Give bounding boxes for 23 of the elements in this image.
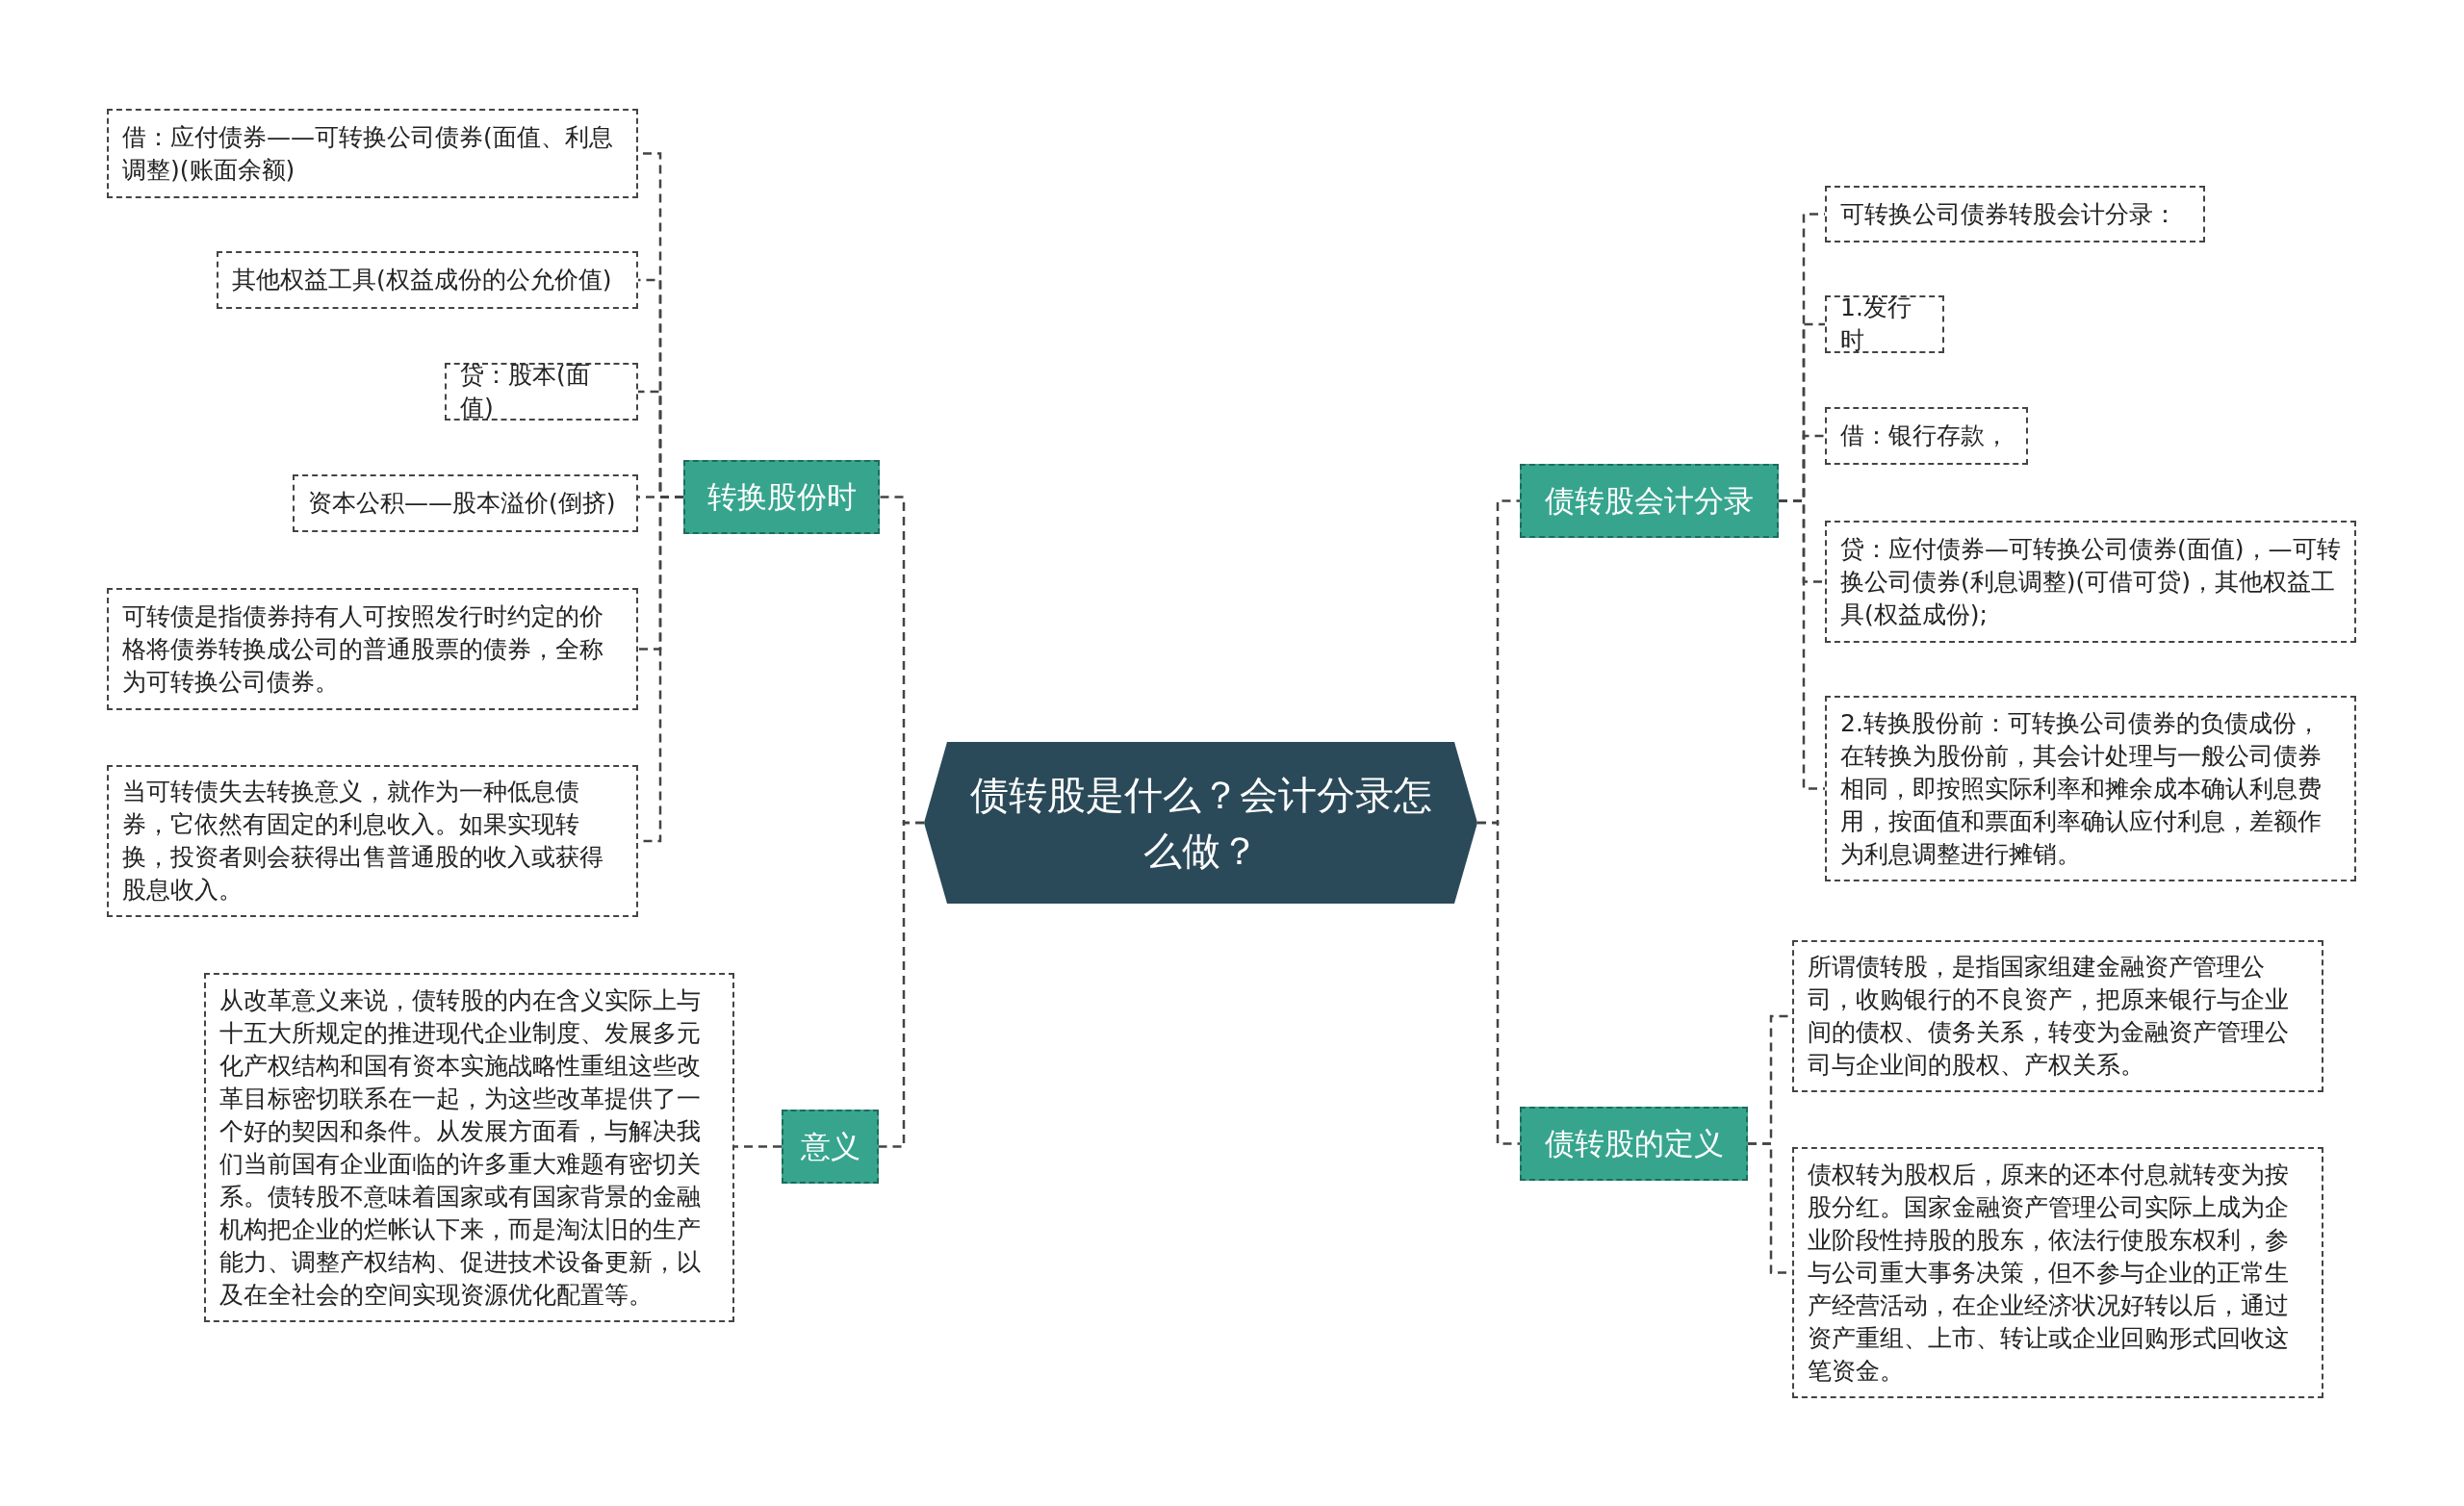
text-box: 所谓债转股，是指国家组建金融资产管理公司，收购银行的不良资产，把原来银行与企业间的债权、债务关系，转变为金融资产管理公司与企业间的股权、产权关系。 [1792,940,2323,1092]
text-box: 当可转债失去转换意义，就作为一种低息债券，它依然有固定的利息收入。如果实现转换，投资者则会获得出售普通股的收入或获得股息收入。 [107,765,638,917]
text-box: 贷：股本(面值) [445,363,638,421]
branch-box: 转换股份时 [683,460,880,534]
text-box: 可转债是指债券持有人可按照发行时约定的价格将债券转换成公司的普通股票的债券，全称为可转换公司债券。 [107,588,638,710]
text-box: 借：银行存款， [1825,407,2028,465]
branch-box: 债转股会计分录 [1520,464,1779,538]
text-box: 1.发行时 [1825,295,1944,353]
branch-box: 意义 [782,1110,879,1184]
topic-hexagon: 债转股是什么？会计分录怎么做？ [924,742,1477,904]
text-box: 资本公积——股本溢价(倒挤) [293,474,638,532]
connector [1477,821,1520,1145]
connector [879,821,924,1148]
text-box: 贷：应付债券—可转换公司债券(面值)，—可转换公司债券(利息调整)(可借可贷)，其他权益工具(权益成份); [1825,521,2356,643]
connector [1779,499,1825,790]
text-box: 借：应付债券——可转换公司债券(面值、利息调整)(账面余额) [107,109,638,198]
branch-box: 债转股的定义 [1520,1107,1748,1181]
connector [734,1145,782,1148]
text-box: 从改革意义来说，债转股的内在含义实际上与十五大所规定的推进现代企业制度、发展多元化产权结构和国有资本实施战略性重组这些改革目标密切联系在一起，为这些改革提供了一个好的契因和条件。从发展方面看，与解决我们当前国有企业面临的许多重大难题有密切关系。债转股不意味着国家或有国家背景的金融机构把企业的烂帐认下来，而是淘汰旧的生产能力、调整产权结构、促进技术设备更新，以及在全社会的空间实现资源优化配置等。 [204,973,734,1322]
text-box: 债权转为股权后，原来的还本付息就转变为按股分红。国家金融资产管理公司实际上成为企业阶段性持股的股东，依法行使股东权利，参与公司重大事务决策，但不参与企业的正常生产经营活动，在企业经济状况好转以后，通过资产重组、上市、转让或企业回购形式回收这笔资金。 [1792,1147,2323,1398]
text-box: 2.转换股份前：可转换公司债券的负债成份，在转换为股份前，其会计处理与一般公司债券相同，即按照实际利率和摊余成本确认利息费用，按面值和票面利率确认应付利息，差额作为利息调整进行摊销。 [1825,696,2356,881]
text-box: 其他权益工具(权益成份的公允价值) [217,251,638,309]
text-box: 可转换公司债券转股会计分录： [1825,186,2205,242]
